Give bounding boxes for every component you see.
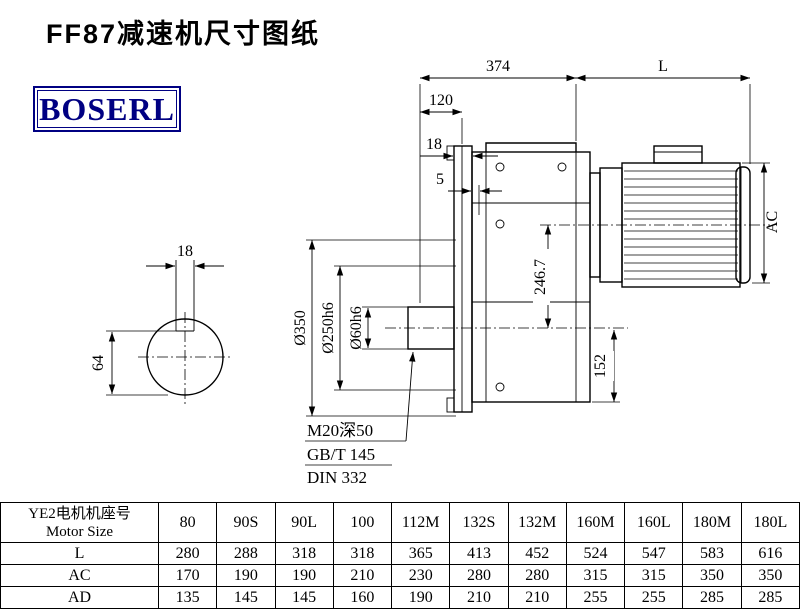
table-row-L: L 280 288 318 318 365 413 452 524 547 58…	[0, 542, 800, 565]
row-label-AD: AD	[0, 586, 159, 609]
cell-L-132S: 413	[449, 542, 509, 565]
dim-246-7-label: 246.7	[532, 259, 549, 295]
cell-AD-90S: 145	[216, 586, 276, 609]
boserl-logo-text: BOSERL	[39, 91, 175, 127]
table-header-row: YE2电机机座号 Motor Size 80 90S 90L 100 112M …	[0, 502, 800, 543]
cell-AC-132S: 280	[449, 564, 509, 587]
cell-AD-180M: 285	[682, 586, 742, 609]
cell-L-100: 318	[332, 542, 393, 565]
cell-AC-132M: 280	[507, 564, 567, 587]
cell-AC-160L: 315	[624, 564, 684, 587]
dimension-annotations: 374 L 120 18 5 AC 246.7 Ø350 Ø250h6	[292, 58, 781, 487]
cell-AD-132S: 210	[449, 586, 509, 609]
shaft-end-view: 18 64	[90, 243, 233, 404]
callout-din-label: DIN 332	[307, 468, 367, 487]
cell-AC-160M: 315	[565, 564, 626, 587]
dim-key-width-label: 18	[177, 243, 193, 260]
boserl-logo: BOSERL	[33, 86, 181, 132]
motor-size-table: YE2电机机座号 Motor Size 80 90S 90L 100 112M …	[0, 502, 800, 609]
table-row-AC: AC 170 190 190 210 230 280 280 315 315 3…	[0, 564, 800, 587]
dim-120-label: 120	[429, 92, 453, 109]
cell-AD-160L: 255	[624, 586, 684, 609]
cell-L-112M: 365	[391, 542, 451, 565]
dim-key-height-label: 64	[90, 355, 107, 371]
callout-tap-label: M20深50	[307, 421, 373, 440]
dim-phi60-label: Ø60h6	[348, 306, 365, 350]
cell-AD-112M: 190	[391, 586, 451, 609]
cell-AD-180L: 285	[740, 586, 800, 609]
cell-L-80: 280	[157, 542, 218, 565]
cell-L-132M: 452	[507, 542, 567, 565]
cell-AC-180L: 350	[740, 564, 800, 587]
col-header-90L: 90L	[274, 502, 334, 543]
col-header-180M: 180M	[682, 502, 742, 543]
col-header-90S: 90S	[216, 502, 276, 543]
cell-L-180M: 583	[682, 542, 742, 565]
header-motor-size: YE2电机机座号 Motor Size	[0, 502, 159, 543]
gearbox-dimension-drawing: 18 64	[90, 58, 781, 487]
dim-152-label: 152	[592, 354, 609, 378]
table-row-AD: AD 135 145 145 160 190 210 210 255 255 2…	[0, 586, 800, 609]
dim-374-label: 374	[486, 58, 510, 75]
callout-gb-label: GB/T 145	[307, 445, 375, 464]
col-header-100: 100	[332, 502, 393, 543]
col-header-132M: 132M	[507, 502, 567, 543]
page-title: FF87减速机尺寸图纸	[46, 19, 321, 49]
cell-AD-90L: 145	[274, 586, 334, 609]
col-header-160M: 160M	[565, 502, 626, 543]
cell-AC-112M: 230	[391, 564, 451, 587]
cell-AD-132M: 210	[507, 586, 567, 609]
cell-L-90L: 318	[274, 542, 334, 565]
row-label-L: L	[0, 542, 159, 565]
cell-AC-180M: 350	[682, 564, 742, 587]
col-header-160L: 160L	[624, 502, 684, 543]
cell-AC-80: 170	[157, 564, 218, 587]
cell-AC-100: 210	[332, 564, 393, 587]
header-motor-size-cn: YE2电机机座号	[28, 505, 131, 522]
dim-L-label: L	[658, 58, 668, 75]
dim-5-label: 5	[436, 171, 444, 188]
col-header-180L: 180L	[740, 502, 800, 543]
row-label-AC: AC	[0, 564, 159, 587]
dim-phi350-label: Ø350	[292, 310, 309, 346]
dim-18-top-label: 18	[426, 136, 442, 153]
col-header-80: 80	[157, 502, 218, 543]
header-motor-size-en: Motor Size	[45, 523, 114, 540]
dim-phi250-label: Ø250h6	[320, 302, 337, 354]
cell-L-90S: 288	[216, 542, 276, 565]
cell-L-160M: 524	[565, 542, 626, 565]
cell-AD-160M: 255	[565, 586, 626, 609]
col-header-112M: 112M	[391, 502, 451, 543]
cell-AC-90S: 190	[216, 564, 276, 587]
cell-L-160L: 547	[624, 542, 684, 565]
cell-AC-90L: 190	[274, 564, 334, 587]
col-header-132S: 132S	[449, 502, 509, 543]
dim-AC-label: AC	[764, 211, 781, 233]
cell-AD-80: 135	[157, 586, 218, 609]
cell-AD-100: 160	[332, 586, 393, 609]
cell-L-180L: 616	[740, 542, 800, 565]
